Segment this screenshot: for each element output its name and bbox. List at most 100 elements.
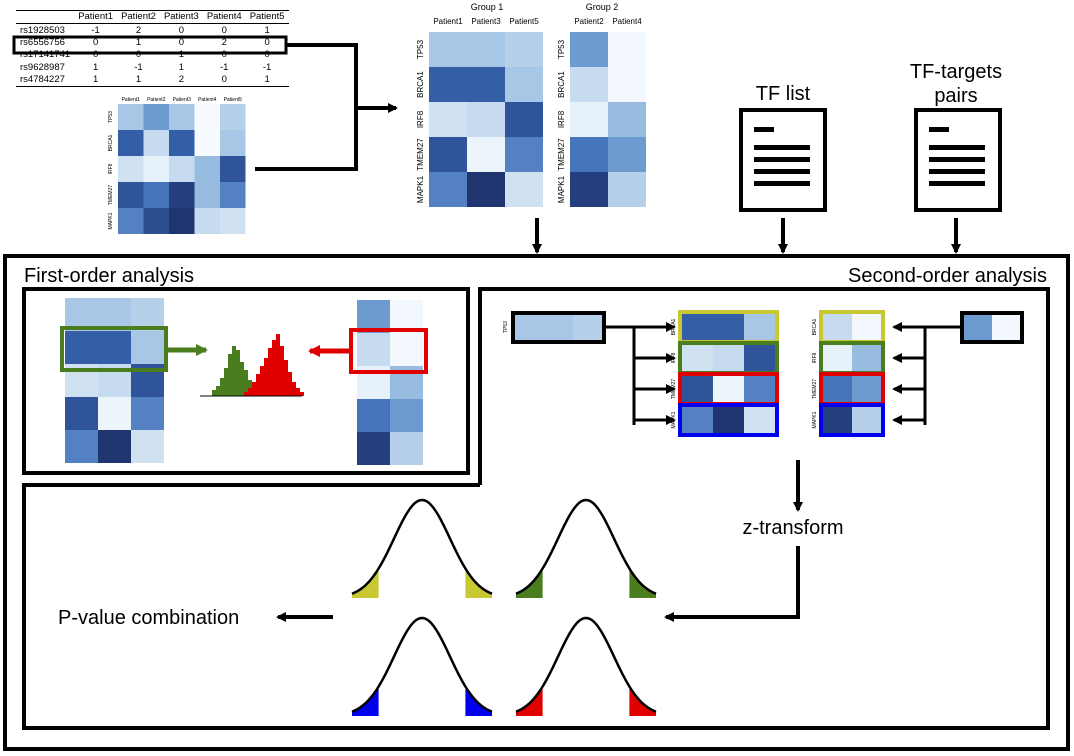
tf-list-document-icon	[739, 108, 827, 212]
normal-curves	[351, 498, 657, 716]
hist-bar-green	[236, 350, 240, 396]
fo-right-cell	[357, 399, 390, 432]
snp-id: rs1928503	[20, 24, 65, 36]
group2-cell	[608, 67, 646, 102]
small-heatmap-cell	[194, 208, 220, 234]
small-heatmap-cell	[143, 182, 169, 208]
fo-left-cell	[98, 331, 131, 364]
gene-label: IRF8	[557, 110, 566, 128]
snp-value: 0	[202, 73, 246, 88]
distribution-histogram	[200, 334, 304, 397]
fo-left-cell	[98, 430, 131, 463]
hist-bar-red	[296, 388, 300, 396]
so-row-cell	[713, 345, 744, 371]
snp-header-col: Patient1	[74, 9, 118, 25]
snp-value: 0	[92, 49, 99, 61]
gene-label: TMEM27	[416, 138, 425, 171]
snp-value: 0	[264, 36, 270, 48]
small-heatmap-cell	[118, 156, 144, 182]
tf-list-label: TF list	[756, 83, 811, 105]
normal-curve	[515, 498, 657, 595]
snp-value: 2	[159, 73, 203, 88]
fo-left-cell	[65, 298, 98, 331]
tf-row-group1: TP53	[503, 311, 606, 344]
small-heatmap-cell	[118, 182, 144, 208]
hist-bar-red	[248, 388, 252, 396]
group1-cell	[467, 172, 505, 207]
snp-value: 1	[245, 73, 289, 88]
normal-curve	[515, 616, 657, 713]
hist-bar-red	[284, 360, 288, 396]
small-heatmap-cell	[220, 130, 246, 156]
patient-label: Patient3	[471, 17, 501, 26]
small-heatmap-cell	[169, 182, 195, 208]
small-heatmap-cell	[194, 182, 220, 208]
hist-bar-red	[256, 374, 260, 396]
so-row-cell	[744, 345, 775, 371]
so-row-cell	[682, 376, 713, 402]
snp-row: rs6556756 0 1 0 2 0	[16, 37, 289, 49]
gene-label: TP53	[557, 39, 566, 59]
small-heatmap-cell	[143, 130, 169, 156]
hist-bar-green	[224, 368, 228, 396]
so-row-cell	[852, 345, 881, 371]
group-gene-labels: TP53BRCA1IRF8TMEM27MAPK1TP53BRCA1IRF8TME…	[416, 39, 566, 203]
snp-value: 1	[92, 61, 99, 73]
normal-curve	[351, 498, 493, 595]
group2-cell	[570, 102, 608, 137]
tf-targets-label-line2: pairs	[934, 85, 977, 107]
group1-cell	[467, 137, 505, 172]
snp-value: 0	[178, 24, 185, 36]
snp-value: 1	[117, 73, 160, 88]
so-row-cell	[823, 407, 852, 433]
connector-arrow	[286, 43, 398, 113]
tf-row-cell	[992, 315, 1020, 340]
fo-right-cell	[390, 432, 423, 465]
group1-cell	[505, 102, 543, 137]
small-heatmap-cell	[143, 156, 169, 182]
patient-label: Patient2	[574, 17, 604, 26]
patient-label: Patient2	[147, 97, 166, 103]
fo-left-cell	[65, 430, 98, 463]
snp-value: 2	[135, 24, 142, 36]
small-heatmap-cell	[220, 182, 246, 208]
fo-right-cell	[357, 432, 390, 465]
group2-cell	[608, 32, 646, 67]
small-heatmap-cell	[143, 104, 169, 130]
branch-line	[604, 325, 636, 425]
second-order-box	[22, 287, 1050, 730]
so-row-cell	[852, 314, 881, 340]
so-row-cell	[823, 314, 852, 340]
tf-row-group2	[960, 311, 1024, 344]
tf-row-cell	[573, 315, 602, 340]
gene-label: MAPK1	[108, 212, 114, 229]
small-heatmap-cell	[194, 130, 220, 156]
first-order-red-highlight	[349, 328, 428, 374]
z-to-curves-arrow	[664, 546, 800, 622]
snp-value: 2	[221, 36, 227, 48]
small-heatmap-cell	[194, 104, 220, 130]
snp-header-col: Patient4	[202, 9, 246, 25]
tf-row-cell	[544, 315, 573, 340]
hist-bar-red	[264, 358, 268, 396]
small-heatmap-cell	[118, 104, 144, 130]
so-row-cell	[744, 376, 775, 402]
fo-left-cell	[65, 331, 98, 364]
fo-left-cell	[131, 331, 164, 364]
group2-title: Group 2	[586, 2, 619, 12]
snp-id: rs6556756	[20, 36, 65, 48]
small-heatmap-cell	[118, 208, 144, 234]
fo-right-cell	[357, 300, 390, 333]
group1-cell	[505, 137, 543, 172]
so-row-frame	[819, 403, 885, 437]
small-heatmap-cell	[169, 104, 195, 130]
hist-bar-red	[288, 372, 292, 396]
hist-bar-red	[244, 392, 248, 396]
first-order-group2-heatmap	[357, 300, 423, 465]
group2-cell	[570, 137, 608, 172]
so-row-cell	[744, 314, 775, 340]
snp-header-col: Patient3	[159, 9, 203, 25]
group2-cell	[570, 67, 608, 102]
